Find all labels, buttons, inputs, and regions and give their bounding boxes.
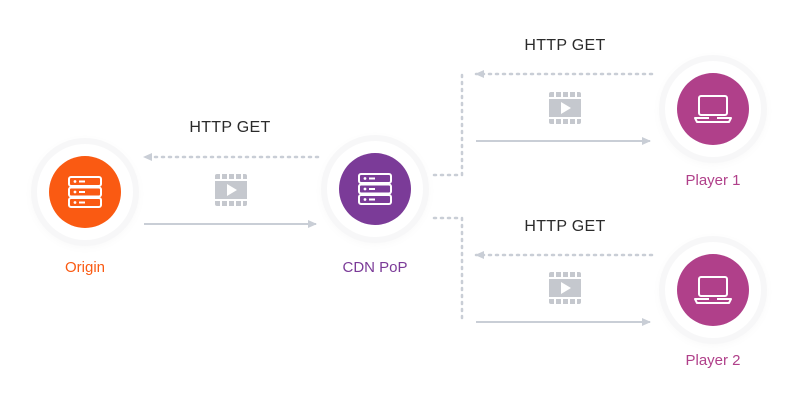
server-icon (358, 173, 392, 205)
branch-connector-player1 (432, 72, 464, 177)
branch-connector-player2 (432, 216, 464, 324)
player1-label: Player 1 (685, 172, 741, 189)
server-icon (68, 176, 102, 208)
request-label-cdn-origin: HTTP GET (189, 119, 271, 136)
video-icon (549, 272, 581, 304)
origin-label: Origin (64, 259, 105, 276)
cdn-label: CDN PoP (342, 259, 408, 276)
player1-node (665, 61, 761, 157)
request-label-player1: HTTP GET (524, 37, 606, 54)
player2-core (677, 254, 749, 326)
origin-core (49, 156, 121, 228)
request-label-player2: HTTP GET (524, 218, 606, 235)
origin-node (37, 144, 133, 240)
player2-node (665, 242, 761, 338)
player2-label: Player 2 (685, 352, 741, 369)
cdn-core (339, 153, 411, 225)
video-icon (215, 174, 247, 206)
video-icon (549, 92, 581, 124)
cdn-node (327, 141, 423, 237)
player1-core (677, 73, 749, 145)
laptop-icon (694, 276, 732, 304)
laptop-icon (694, 95, 732, 123)
